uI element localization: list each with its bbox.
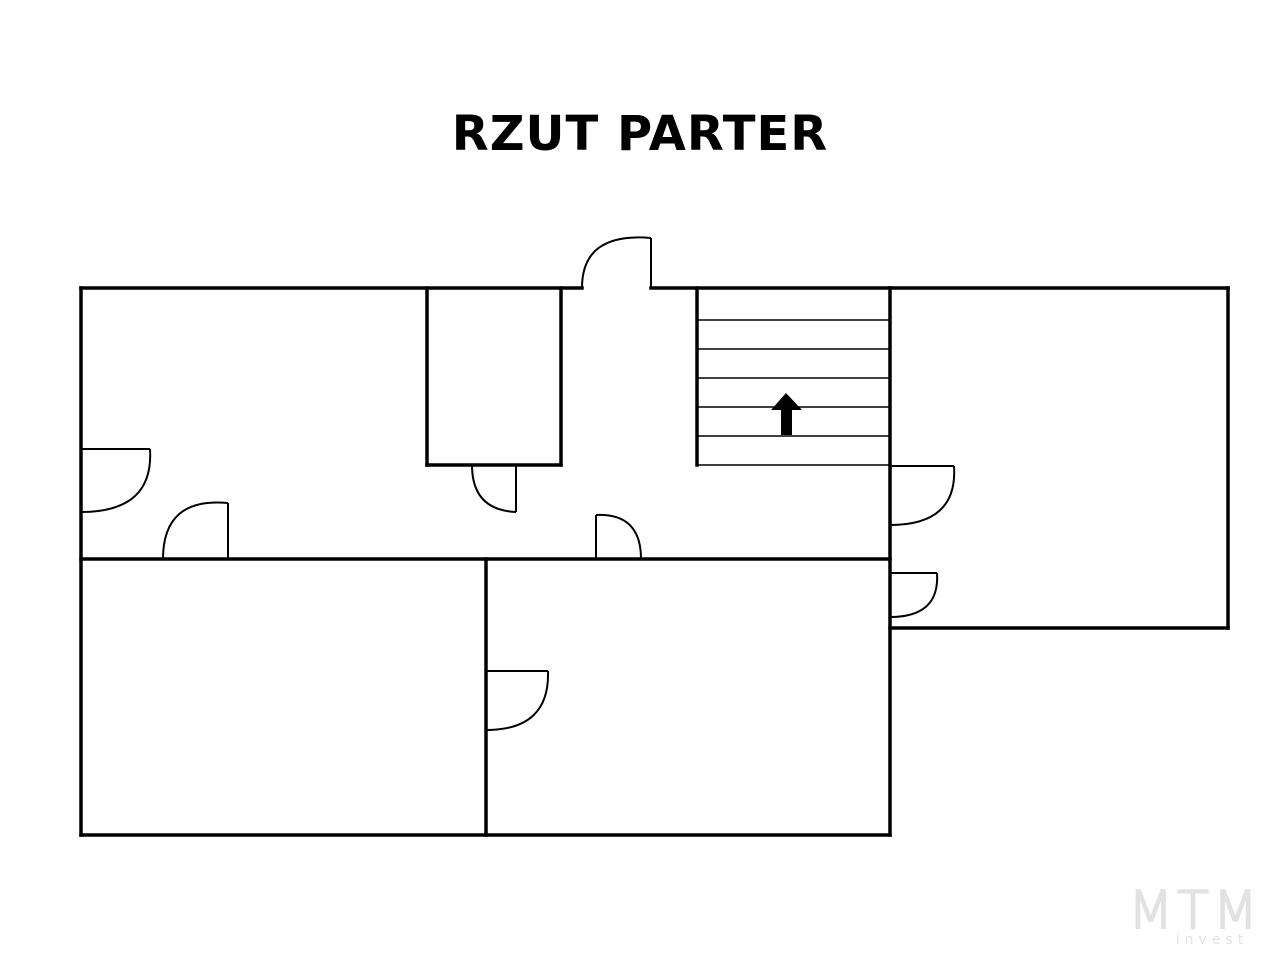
logo-tagline: invest bbox=[1176, 932, 1248, 948]
door-lower-right-room bbox=[485, 670, 550, 731]
door-closet bbox=[471, 464, 517, 513]
door-left-wall bbox=[80, 448, 152, 513]
arrow-up-icon bbox=[771, 393, 802, 435]
logo-brand: MTM bbox=[1128, 881, 1262, 941]
staircase bbox=[695, 286, 890, 467]
door-upper-left-room bbox=[162, 501, 229, 560]
door-entrance bbox=[581, 236, 652, 289]
door-hall bbox=[595, 513, 642, 560]
company-logo: MTM invest bbox=[1127, 880, 1262, 948]
page-title: RZUT PARTER bbox=[451, 106, 829, 162]
door-annex-lower bbox=[889, 572, 939, 618]
closet-block bbox=[425, 286, 563, 467]
door-annex-upper bbox=[889, 465, 956, 526]
right-annex-walls bbox=[888, 286, 1230, 630]
